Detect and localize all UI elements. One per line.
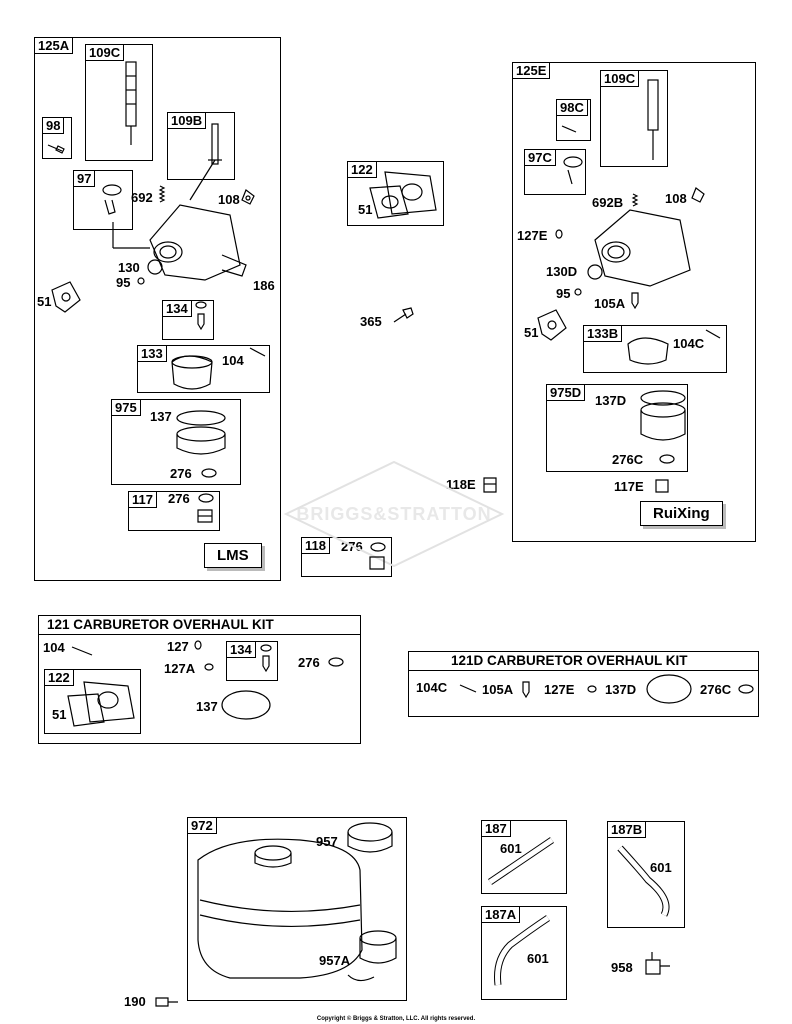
box-122-kit [44, 669, 141, 734]
label-958: 958 [611, 960, 633, 975]
tag-109c: 109C [85, 44, 125, 61]
tag-98c: 98C [556, 99, 588, 116]
group-125e [512, 62, 756, 542]
label-104: 104 [222, 353, 244, 368]
box-187 [481, 820, 567, 894]
label-130: 130 [118, 260, 140, 275]
tag-109b: 109B [167, 112, 207, 129]
label-601-c: 601 [650, 860, 672, 875]
label-51-left: 51 [37, 294, 52, 309]
box-117 [128, 491, 220, 531]
tag-187: 187 [481, 820, 511, 837]
label-365: 365 [360, 314, 382, 329]
label-127a-kit: 127A [164, 661, 196, 676]
label-137d-kit: 137D [605, 682, 637, 697]
tag-109c-right: 109C [600, 70, 640, 87]
label-137: 137 [150, 409, 172, 424]
label-276c: 276C [612, 452, 644, 467]
label-276-c: 276 [341, 539, 363, 554]
label-117e: 117E [614, 479, 644, 494]
watermark: BRIGGS&STRATTON [296, 504, 492, 524]
box-187a [481, 906, 567, 1000]
box-122-center [347, 161, 444, 226]
tag-134-kit: 134 [226, 641, 256, 658]
label-692b: 692B [592, 195, 624, 210]
fitting-118e-icon [483, 477, 497, 493]
tag-133: 133 [137, 345, 167, 362]
label-692: 692 [131, 190, 153, 205]
label-105a: 105A [594, 296, 626, 311]
label-127-kit: 127 [167, 639, 189, 654]
label-95: 95 [116, 275, 131, 290]
box-975d [546, 384, 688, 472]
valve-958-icon [645, 952, 670, 975]
copyright-text: Copyright © Briggs & Stratton, LLC. All … [316, 1016, 476, 1022]
variant-label-lms: LMS [204, 543, 262, 568]
tag-98: 98 [42, 117, 65, 134]
label-51-right: 51 [524, 325, 539, 340]
kit-121-title: 121 CARBURETOR OVERHAUL KIT [39, 616, 360, 635]
tag-125a: 125A [34, 37, 74, 54]
tag-118: 118 [301, 537, 330, 554]
label-137-kit: 137 [196, 699, 218, 714]
kit-121d: 121D CARBURETOR OVERHAUL KIT [408, 651, 759, 717]
label-108: 108 [218, 192, 240, 207]
box-109c [85, 44, 153, 161]
box-133 [137, 345, 270, 393]
box-975 [111, 399, 241, 485]
tag-125e: 125E [512, 62, 551, 79]
label-137d: 137D [595, 393, 627, 408]
tag-133b: 133B [583, 325, 623, 342]
label-51-kit: 51 [52, 707, 67, 722]
tag-97c: 97C [524, 149, 556, 166]
label-127e: 127E [517, 228, 548, 243]
tag-972: 972 [187, 817, 217, 834]
label-276-kit: 276 [298, 655, 320, 670]
label-957: 957 [316, 834, 338, 849]
label-276-b: 276 [168, 491, 190, 506]
label-601-a: 601 [500, 841, 522, 856]
label-276-a: 276 [170, 466, 192, 481]
label-957a: 957A [319, 953, 351, 968]
label-104c: 104C [673, 336, 705, 351]
tag-122-center: 122 [347, 161, 377, 178]
bolt-365-icon [393, 307, 414, 323]
label-130d: 130D [546, 264, 578, 279]
tag-122-kit: 122 [44, 669, 74, 686]
tag-187a: 187A [481, 906, 521, 923]
tag-975: 975 [111, 399, 141, 416]
tag-187b: 187B [607, 821, 647, 838]
box-133b [583, 325, 727, 373]
label-127e-kit: 127E [544, 682, 575, 697]
label-108-right: 108 [665, 191, 687, 206]
label-104c-kit: 104C [416, 680, 448, 695]
kit-121: 121 CARBURETOR OVERHAUL KIT [38, 615, 361, 744]
label-95-right: 95 [556, 286, 571, 301]
box-97 [73, 170, 133, 230]
label-104-kit: 104 [43, 640, 65, 655]
group-125a [34, 37, 281, 581]
label-276c-kit: 276C [700, 682, 732, 697]
tag-134: 134 [162, 300, 192, 317]
bolt-190-icon [155, 997, 178, 1007]
label-601-b: 601 [527, 951, 549, 966]
label-186: 186 [253, 278, 275, 293]
tag-117: 117 [128, 491, 157, 508]
tag-975d: 975D [546, 384, 586, 401]
label-105a-kit: 105A [482, 682, 514, 697]
label-118e: 118E [446, 477, 476, 492]
variant-label-ruixing: RuiXing [640, 501, 723, 526]
label-51-center: 51 [358, 202, 373, 217]
tag-97: 97 [73, 170, 96, 187]
box-972 [187, 817, 407, 1001]
kit-121d-title: 121D CARBURETOR OVERHAUL KIT [409, 652, 758, 671]
label-190: 190 [124, 994, 146, 1009]
